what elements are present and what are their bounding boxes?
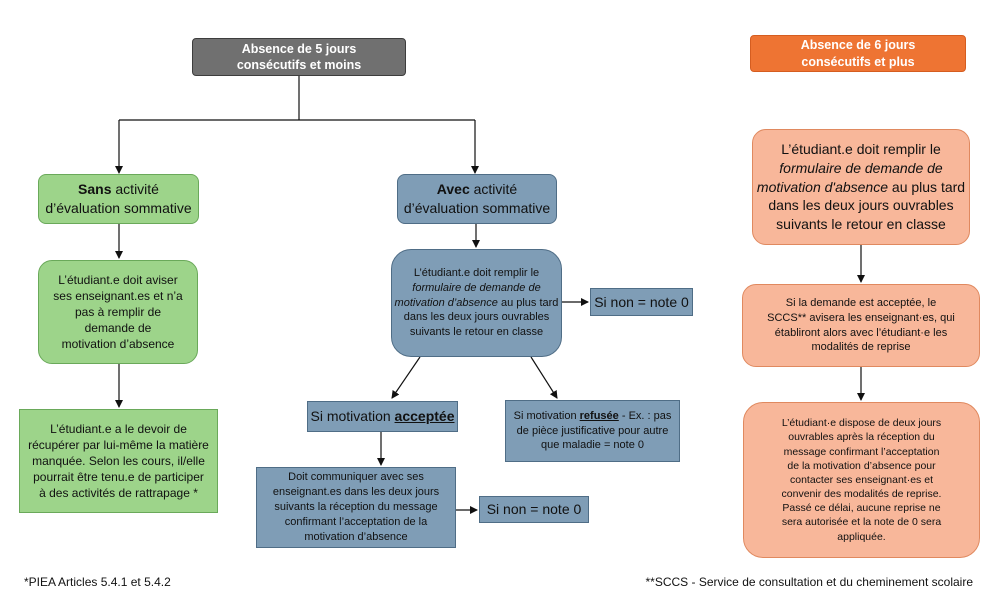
form-name-italic-2: motivation d’absence bbox=[394, 296, 498, 309]
arrow-form-accepted bbox=[391, 356, 421, 399]
form-name-italic: formulaire de demande de bbox=[412, 281, 541, 294]
sans-bold-label: Sans bbox=[78, 181, 112, 198]
header-six-days-or-more: Absence de 6 jours consécutifs et plus bbox=[750, 35, 966, 72]
box-if-not-grade-zero-2: Si non = note 0 bbox=[479, 496, 589, 523]
footnote-piea: *PIEA Articles 5.4.1 et 5.4.2 bbox=[24, 575, 171, 589]
header-five-days-or-less: Absence de 5 jours consécutifs et moins bbox=[192, 38, 406, 76]
avec-rest-label: activité bbox=[469, 181, 518, 198]
box-if-not-grade-zero: Si non = note 0 bbox=[590, 288, 693, 316]
box-request-accepted: Si la demande est acceptée, le SCCS** av… bbox=[742, 284, 980, 367]
box-without-summative: Sans activité d’évaluation sommative bbox=[38, 174, 199, 224]
box-fill-form: L’étudiant.e doit remplir le formulaire … bbox=[391, 249, 562, 357]
sans-line2: d’évaluation sommative bbox=[45, 200, 192, 216]
refused-word: refusée bbox=[579, 409, 619, 422]
box-if-refused: Si motivation refusée - Ex. : pas de piè… bbox=[505, 400, 680, 462]
box-orange-fill-form: L’étudiant.e doit remplir le formulaire … bbox=[752, 129, 970, 245]
orange-form-name-italic: formulaire de demande de bbox=[779, 159, 943, 176]
arrow-form-refused bbox=[530, 356, 558, 399]
box-if-accepted: Si motivation acceptée bbox=[307, 401, 458, 432]
box-two-days-deadline: L’étudiant·e dispose de deux jours ouvra… bbox=[743, 402, 980, 558]
sans-rest-label: activité bbox=[111, 181, 159, 198]
orange-form-name-italic-2: motivation d'absence bbox=[756, 178, 889, 195]
footnote-sccs: **SCCS - Service de consultation et du c… bbox=[645, 575, 974, 589]
box-with-summative: Avec activité d’évaluation sommative bbox=[397, 174, 557, 224]
accepted-word: acceptée bbox=[394, 408, 455, 425]
box-notify-teachers: L’étudiant.e doit aviser ses enseignant.… bbox=[38, 260, 198, 364]
box-recover-material: L’étudiant.e a le devoir de récupérer pa… bbox=[19, 409, 218, 513]
box-contact-teachers: Doit communiquer avec ses enseignant.es … bbox=[256, 467, 456, 548]
avec-bold-label: Avec bbox=[436, 181, 470, 198]
avec-line2: d’évaluation sommative bbox=[403, 200, 551, 216]
